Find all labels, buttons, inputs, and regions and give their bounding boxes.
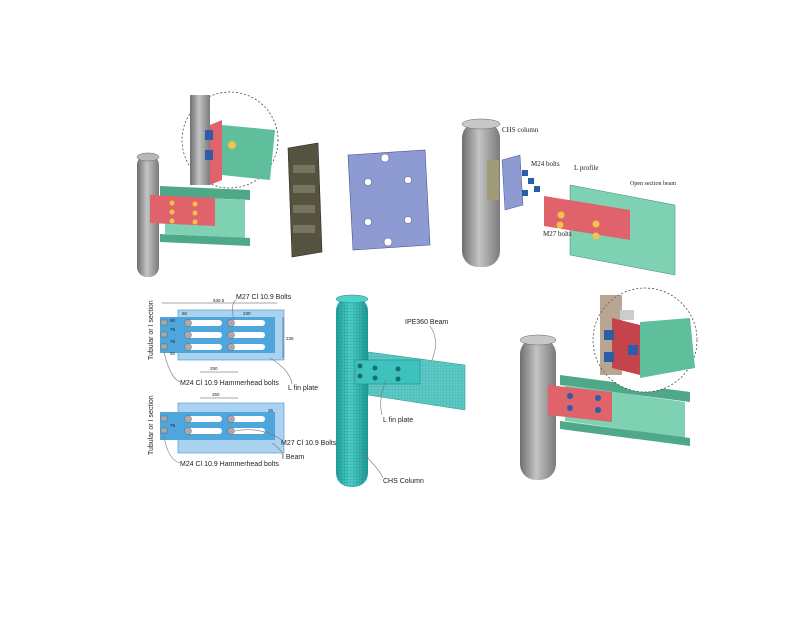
fin-plate bbox=[150, 195, 215, 226]
dim-edge: 50 bbox=[182, 311, 188, 316]
label-chs-column-fe: CHS Column bbox=[383, 478, 424, 485]
label-side-bottom: Tubular or I section bbox=[148, 395, 155, 455]
l-fin-plate-mesh bbox=[354, 359, 421, 385]
dim-pitch: 250 bbox=[210, 366, 218, 371]
dim-v-bottom: 75 bbox=[170, 423, 176, 428]
label-m24-top: M24 Cl 10.9 Hammerhead bolts bbox=[180, 380, 279, 387]
label-m27-bolts: M27 bolts bbox=[543, 230, 572, 238]
label-m24-bolts: M24 bolts bbox=[531, 160, 560, 168]
bolts bbox=[169, 200, 198, 225]
panel-fe-model: IPE360 Beam L fin plate CHS Column bbox=[335, 294, 466, 487]
dim-total: 630.5 bbox=[213, 298, 225, 303]
chs-column bbox=[462, 122, 500, 267]
dim-v2: 75 bbox=[170, 327, 176, 332]
panel-plate-components bbox=[287, 142, 431, 258]
label-open-section-beam: Open section beam bbox=[630, 181, 676, 187]
dim-pitch-bottom: 250 bbox=[212, 392, 220, 397]
l-profile bbox=[544, 196, 630, 240]
label-l-profile: L profile bbox=[574, 164, 598, 172]
fin-plate bbox=[548, 385, 612, 422]
label-ipe360-beam: IPE360 Beam bbox=[405, 319, 448, 326]
dim-slot: 230 bbox=[243, 311, 251, 316]
panel-assembled-connection bbox=[136, 91, 279, 277]
dim-v4: 50 bbox=[170, 351, 176, 356]
dim-right-bottom: 36 bbox=[268, 408, 274, 413]
l-fin-plate-component bbox=[347, 149, 431, 251]
label-fin-plate-fe: L fin plate bbox=[383, 417, 413, 424]
dim-v1: 50 bbox=[170, 318, 176, 323]
label-side-top: Tubular or I section bbox=[148, 300, 155, 360]
chs-column bbox=[520, 338, 556, 480]
hammerhead-plate bbox=[287, 142, 323, 258]
label-m27-bottom: M27 Cl 10.9 Bolts bbox=[281, 440, 337, 447]
label-m24-bottom: M24 Cl 10.9 Hammerhead bolts bbox=[180, 461, 279, 468]
label-m27-top: M27 Cl 10.9 Bolts bbox=[236, 294, 292, 301]
label-chs-column: CHS column bbox=[502, 126, 539, 134]
panel-technical-drawing: 630.5 50 230 236 250 50 75 75 50 Tubular… bbox=[148, 294, 337, 468]
label-i-beam: I Beam bbox=[282, 454, 304, 461]
dim-height: 236 bbox=[286, 336, 294, 341]
panel-assembled-detail bbox=[519, 287, 698, 480]
dim-v3: 75 bbox=[170, 339, 176, 344]
label-fin-plate: L fin plate bbox=[288, 385, 318, 392]
panel-exploded-view: CHS column M24 bolts L profile Open sect… bbox=[461, 118, 676, 276]
chs-column bbox=[137, 155, 159, 277]
